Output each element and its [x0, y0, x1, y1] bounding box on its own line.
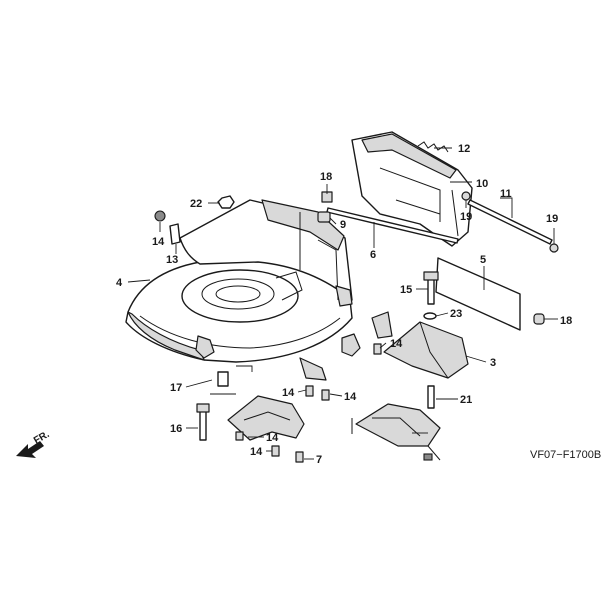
- callout-11: 11: [500, 188, 512, 200]
- callout-21: 21: [460, 394, 472, 406]
- leader-lines: [127, 147, 558, 460]
- callout-13: 13: [166, 254, 178, 266]
- callout-14: 7: [316, 454, 322, 466]
- callout-14: 14: [152, 236, 165, 248]
- callout-23: 23: [450, 308, 462, 320]
- rear-guard: [351, 131, 473, 247]
- knob: [341, 333, 361, 357]
- spring: [417, 141, 449, 153]
- callout-16: 16: [170, 423, 182, 435]
- mulching-plate: [355, 403, 441, 447]
- callout-5: 5: [480, 254, 486, 266]
- shafts: [326, 199, 553, 245]
- bracket-2: [371, 311, 393, 339]
- callout-14: 14: [250, 446, 263, 458]
- callout-14: 14: [282, 387, 295, 399]
- front-arrow-icon: [16, 441, 44, 458]
- drawing-code: VF07−F1700B: [530, 449, 601, 461]
- callout-15: 15: [400, 284, 412, 296]
- mower-deck: [125, 199, 353, 363]
- callout-10: 10: [476, 178, 488, 190]
- callout-14: 14: [390, 338, 403, 350]
- callout-14: 14: [266, 432, 279, 444]
- callouts: 12 10 11 18 19 19 22 9 6 14 13 4 5 15 23…: [116, 143, 572, 466]
- callout-14: 14: [344, 391, 357, 403]
- blade-cover: [227, 395, 305, 441]
- callout-6: 6: [370, 249, 376, 261]
- front-direction-marker: FR.: [16, 429, 52, 458]
- fasteners: [154, 191, 559, 463]
- callout-17: 17: [170, 382, 182, 394]
- flap: [435, 257, 521, 331]
- callout-18: 18: [560, 315, 572, 327]
- callout-22: 22: [190, 198, 202, 210]
- front-label: FR.: [32, 429, 52, 447]
- callout-3: 3: [490, 357, 496, 369]
- bracket: [299, 357, 327, 381]
- cover: [383, 321, 469, 379]
- callout-4: 4: [116, 277, 123, 289]
- callout-19: 19: [546, 213, 558, 225]
- callout-19: 19: [460, 211, 472, 223]
- callout-12: 12: [458, 143, 470, 155]
- callout-9: 9: [340, 219, 346, 231]
- callout-18: 18: [320, 171, 332, 183]
